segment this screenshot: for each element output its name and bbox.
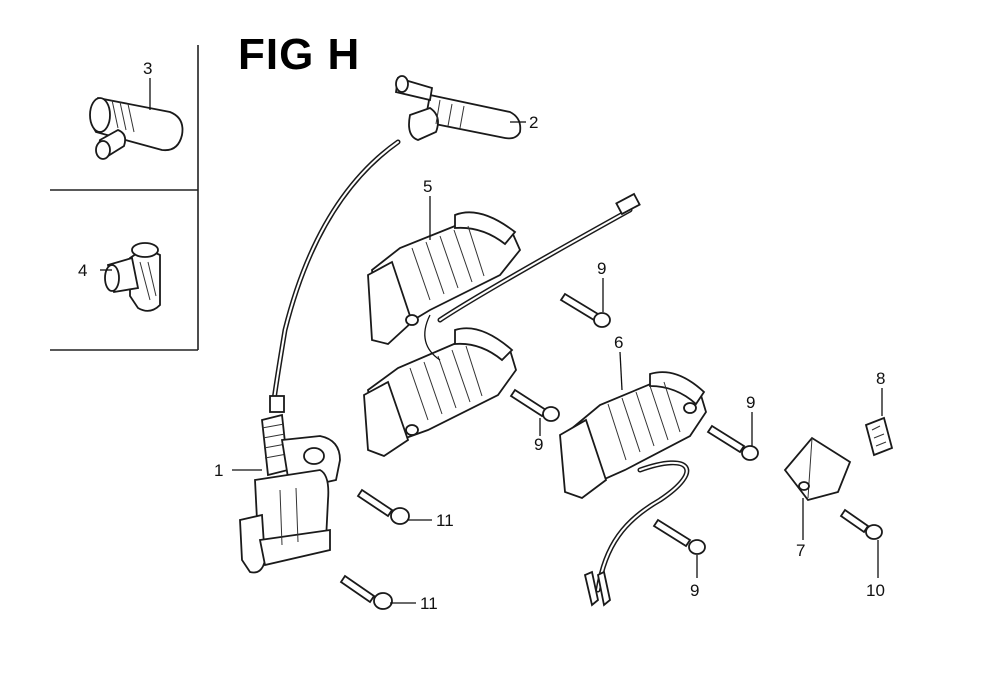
part-1-ignition-coil [239,413,341,574]
callout-7: 7 [796,541,805,560]
callout-9b: 9 [534,435,543,454]
callout-4: 4 [78,261,87,280]
callout-2: 2 [529,113,538,132]
callout-11a: 11 [436,511,454,530]
part-7-bracket [783,436,852,502]
bolt-11a [356,488,410,525]
callout-8: 8 [876,369,885,388]
bolt-9b [509,388,560,422]
bolt-10 [839,508,883,540]
part-6-charge-coil [559,371,707,607]
callout-9d: 9 [690,581,699,600]
part-4-plug-cap [104,242,161,312]
callout-9a: 9 [597,259,606,278]
part-2-plug-cap [394,75,522,141]
callout-1: 1 [214,461,223,480]
high-tension-cord [269,139,401,413]
callout-10: 10 [866,581,885,600]
callout-11b: 11 [420,594,438,613]
part-5-exciter-coil [363,192,641,458]
inset-frame [50,45,199,351]
callout-3: 3 [143,59,152,78]
callout-5: 5 [423,177,432,196]
callout-9c: 9 [746,393,755,412]
callout-6: 6 [614,333,623,352]
bolt-11b [339,574,393,610]
part-3-plug-cap [89,97,184,160]
bolt-9c [706,424,759,461]
callout-labels: 3 4 2 5 9 9 6 9 8 7 10 9 1 11 11 [78,59,885,613]
figure-title: FIG H [238,30,361,79]
part-8-clip [864,416,894,457]
bolt-9a [559,292,611,328]
bolt-9d [652,518,706,555]
leader-lines [100,78,883,604]
